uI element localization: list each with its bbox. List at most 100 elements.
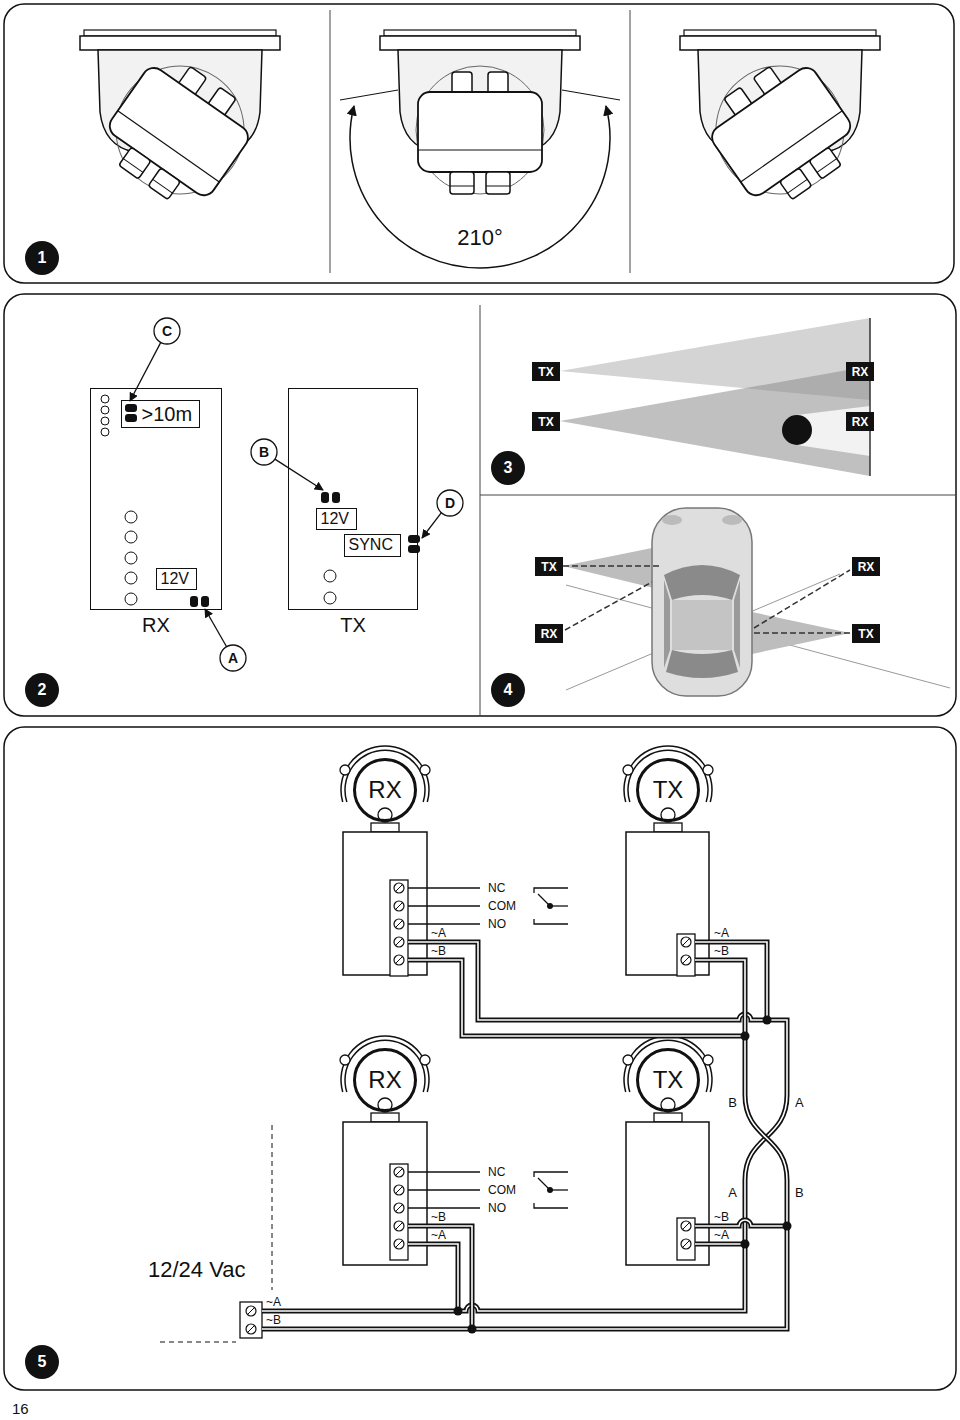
supply-wire-core: [408, 1226, 472, 1329]
head: [416, 66, 544, 194]
screw: [394, 919, 404, 929]
neck: [654, 823, 682, 832]
contact-name: NO: [488, 918, 506, 930]
circuit-board: TX12VSYNC: [288, 388, 418, 610]
neck: [371, 1113, 399, 1122]
contact-name: NC: [488, 882, 505, 894]
rear-window: [666, 650, 738, 678]
terminal-name: ~A: [266, 1296, 281, 1308]
supply-wire-core: [695, 942, 767, 1020]
knob: [703, 1055, 713, 1065]
head-body: [707, 63, 854, 200]
divider: [630, 10, 631, 273]
mount-plate: [384, 30, 576, 36]
led: [101, 417, 109, 425]
screw-slot: [396, 939, 402, 945]
node-text: RX: [852, 416, 869, 428]
screw: [394, 1239, 404, 1249]
device-tag: TX: [532, 362, 560, 381]
signal-wire: [408, 923, 480, 924]
mount-plate: [684, 30, 876, 36]
node-text: 12V: [161, 571, 189, 587]
knob: [340, 1055, 350, 1065]
guide-line: [566, 585, 950, 688]
contact-nc: [534, 888, 568, 893]
wire-name: A: [795, 1096, 804, 1109]
head-body: [418, 92, 542, 172]
side-window: [664, 580, 670, 668]
lens-ring: [486, 186, 510, 187]
junction-dot: [741, 1240, 750, 1249]
screw-slot: [396, 1169, 402, 1175]
node-text: >10m: [142, 404, 193, 424]
lens: [119, 147, 151, 179]
screw-slot: [396, 1187, 402, 1193]
callout-circle: [154, 318, 180, 344]
node-text: TX: [858, 628, 873, 640]
screw-slot: [683, 957, 689, 963]
photocell-view: [680, 30, 880, 219]
mount-plate: [680, 36, 880, 50]
supply-voltage: 12/24 Vac: [148, 1259, 245, 1281]
screw-slot: [396, 1205, 402, 1211]
supply-wire-core: [695, 1243, 745, 1245]
screw: [394, 1221, 404, 1231]
housing: [343, 832, 427, 975]
wire-name: A: [728, 1186, 737, 1199]
junction-dot: [468, 1325, 477, 1334]
screw-slot: [396, 885, 402, 891]
jumper: [190, 596, 198, 607]
mount-plate: [84, 30, 276, 36]
led: [125, 572, 137, 584]
head-seam: [418, 149, 542, 150]
signal-wire: [408, 887, 480, 888]
contact-nc: [534, 1172, 568, 1177]
leader-arrow: [205, 609, 227, 647]
dashed-line: [160, 1342, 236, 1343]
terminal-name: ~B: [431, 945, 446, 957]
beam-line: [754, 570, 850, 628]
terminal-name: ~A: [714, 927, 729, 939]
lens-ring: [450, 186, 474, 187]
led: [125, 531, 137, 543]
terminal-block: [390, 1164, 408, 1260]
obstacle: [782, 415, 812, 445]
neck: [371, 823, 399, 832]
terminal-name: ~A: [431, 927, 446, 939]
callout-letter: B: [259, 445, 269, 459]
led: [101, 395, 109, 403]
supply-wire: [262, 960, 787, 1329]
panel-number: 4: [504, 682, 513, 698]
supply-wire: [262, 942, 787, 1311]
beam-cone: [563, 546, 662, 590]
device-tag: RX: [535, 624, 563, 643]
screw: [394, 883, 404, 893]
node-text: RX: [852, 366, 869, 378]
screw-slot: [396, 1223, 402, 1229]
node-text: TX: [541, 561, 556, 573]
terminal-name: ~B: [431, 1211, 446, 1223]
contact-name: COM: [488, 1184, 516, 1196]
node-text: RX: [368, 1068, 401, 1092]
terminal-name: ~A: [431, 1229, 446, 1241]
jumper: [125, 404, 137, 412]
photocell-head: RX: [353, 758, 417, 822]
divider: [330, 10, 331, 273]
reference-line: [340, 90, 398, 100]
side-window: [734, 580, 740, 668]
device-tag: TX: [532, 412, 560, 431]
node-text: SYNC: [349, 537, 393, 553]
leader-arrow: [130, 342, 161, 401]
car-body: [652, 508, 752, 696]
panel-number: 2: [38, 682, 47, 698]
screw-slot: [396, 903, 402, 909]
device-tag: TX: [535, 557, 563, 576]
leader-arrow: [275, 459, 323, 490]
screw-slot: [248, 1326, 254, 1332]
jumper-label: SYNC: [344, 534, 401, 557]
photocell-head: TX: [636, 1048, 700, 1112]
lens: [486, 172, 510, 194]
supply-wire-core: [695, 1220, 787, 1226]
screw: [394, 901, 404, 911]
